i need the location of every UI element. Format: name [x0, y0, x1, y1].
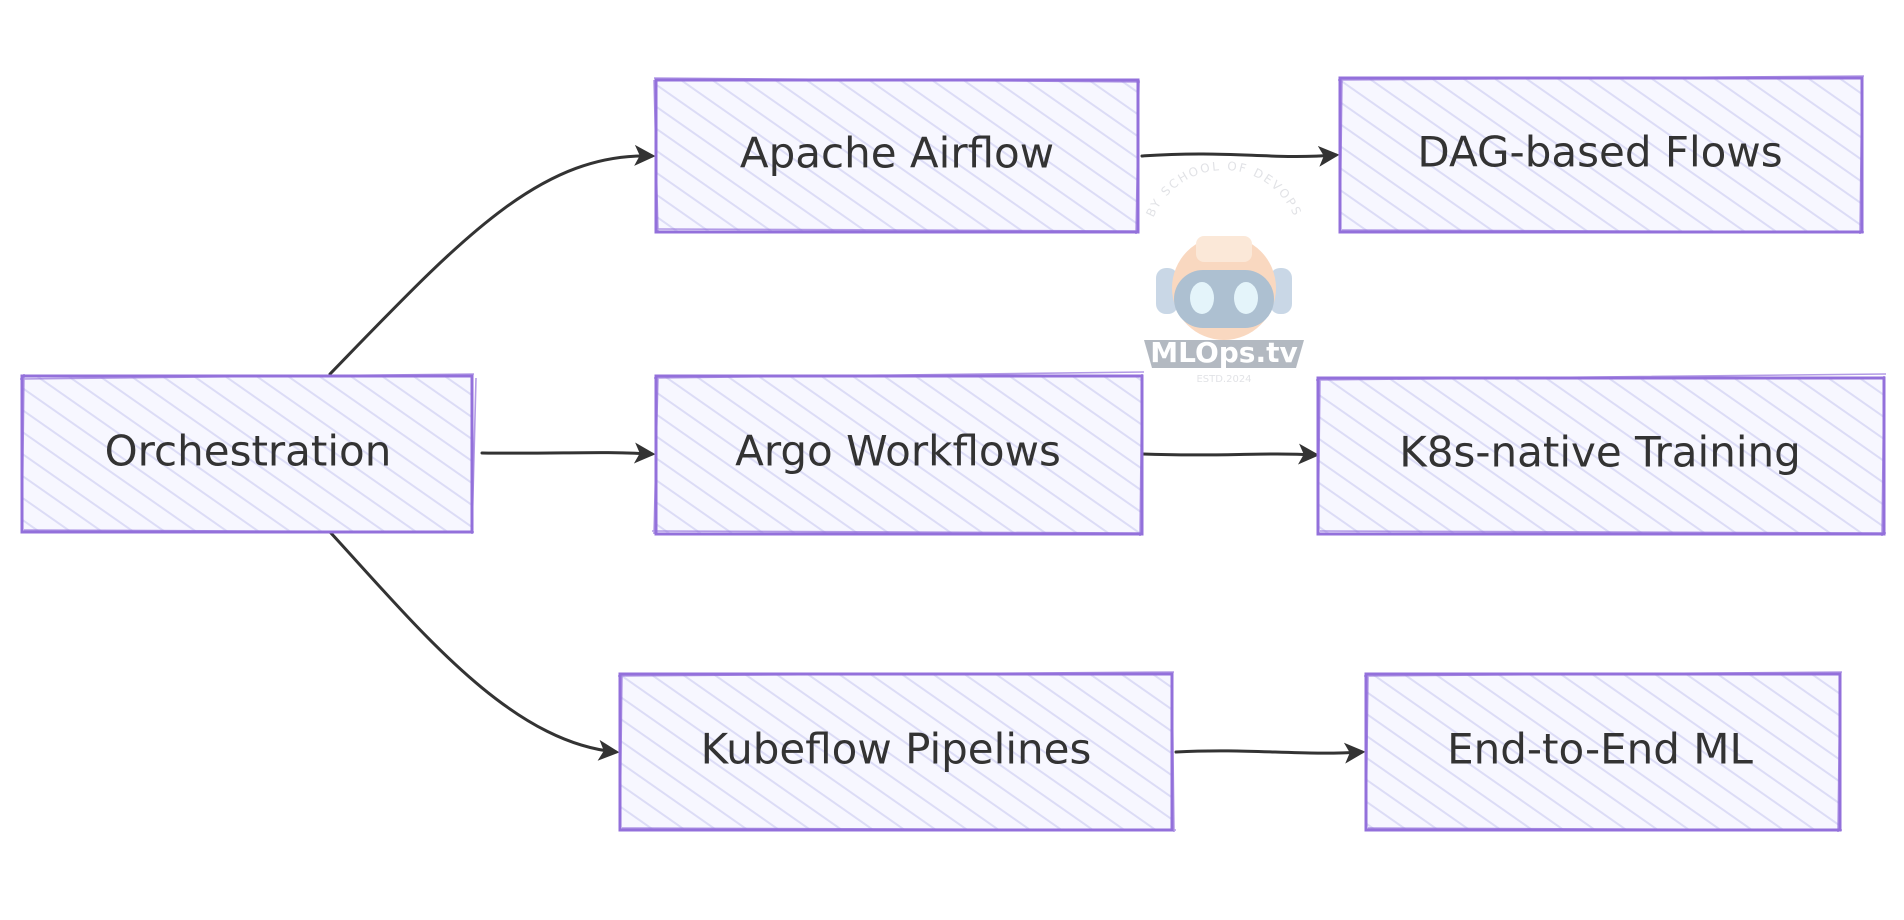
node-dag[interactable]: DAG-based Flows — [1337, 75, 1865, 235]
node-k8s-label: K8s-native Training — [1399, 428, 1801, 477]
edges — [328, 144, 1366, 764]
watermark-established: ESTD.2024 — [1196, 374, 1251, 385]
svg-text:BY SCHOOL OF DEVOPS: BY SCHOOL OF DEVOPS — [1143, 159, 1304, 219]
node-orchestration-label: Orchestration — [105, 427, 392, 476]
node-dag-label: DAG-based Flows — [1417, 128, 1782, 177]
node-kubeflow[interactable]: Kubeflow Pipelines — [617, 671, 1177, 833]
mlops-logo-watermark: BY SCHOOL OF DEVOPS MLOps.tv ESTD.2024 — [1143, 159, 1304, 385]
node-k8s[interactable]: K8s-native Training — [1315, 373, 1887, 537]
node-e2e-label: End-to-End ML — [1447, 725, 1753, 774]
edge-orchestration-argo — [480, 442, 656, 464]
node-kubeflow-label: Kubeflow Pipelines — [701, 725, 1092, 774]
robot-icon — [1156, 236, 1292, 340]
edge-argo-k8s — [1140, 443, 1320, 465]
node-orchestration[interactable]: Orchestration — [19, 373, 477, 535]
edge-orchestration-kubeflow — [328, 530, 620, 761]
watermark-tagline: BY SCHOOL OF DEVOPS — [1143, 159, 1302, 219]
node-airflow-label: Apache Airflow — [740, 129, 1054, 178]
edge-orchestration-airflow — [328, 144, 656, 376]
node-argo-label: Argo Workflows — [735, 427, 1061, 476]
edge-airflow-dag — [1140, 145, 1340, 167]
node-e2e[interactable]: End-to-End ML — [1363, 671, 1843, 833]
edge-kubeflow-e2e — [1174, 742, 1366, 764]
watermark-brand: MLOps.tv — [1150, 336, 1298, 369]
node-airflow[interactable]: Apache Airflow — [653, 77, 1141, 235]
node-argo[interactable]: Argo Workflows — [651, 371, 1145, 537]
